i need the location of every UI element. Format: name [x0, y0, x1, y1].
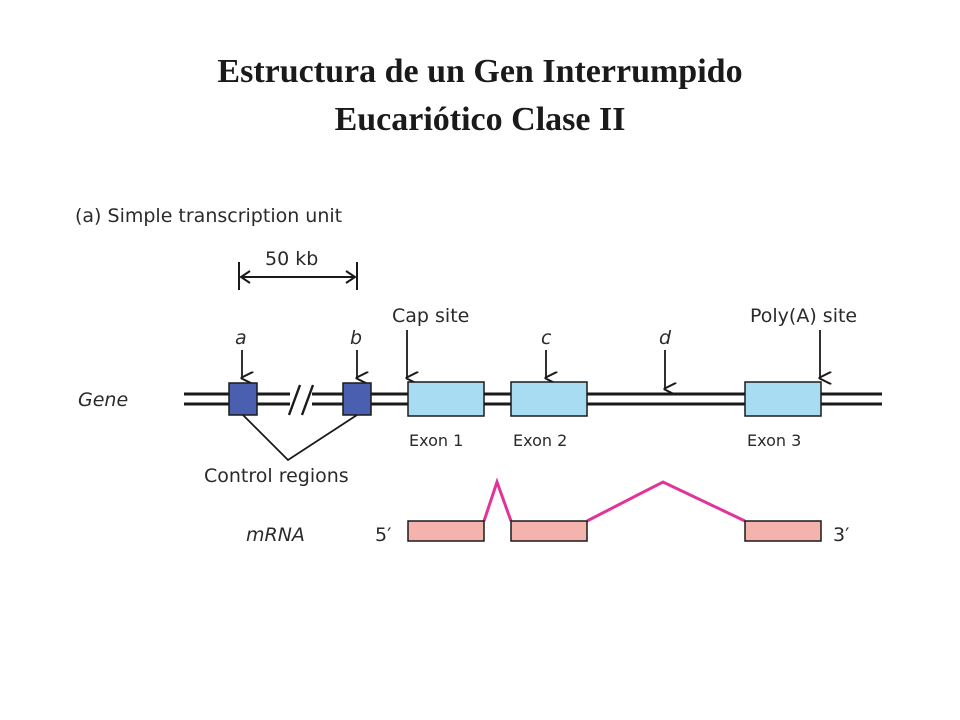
five-prime-label: 5′ — [375, 524, 391, 546]
mrna-exon-2 — [510, 520, 588, 542]
site-label-c: c — [541, 327, 552, 349]
splice-intron-2 — [586, 480, 746, 523]
control-region-a — [228, 382, 258, 416]
mrna-exon-1 — [407, 520, 485, 542]
mrna-exon-3 — [744, 520, 822, 542]
three-prime-label: 3′ — [833, 524, 849, 546]
exon-2 — [510, 381, 588, 417]
exon-1 — [407, 381, 485, 417]
scale-label: 50 kb — [265, 248, 318, 270]
exon-1-label: Exon 1 — [409, 431, 463, 450]
splice-intron-1 — [482, 477, 513, 522]
site-label-b: b — [350, 327, 362, 349]
mrna-label: mRNA — [246, 524, 305, 546]
scale-bar: 50 kb — [238, 248, 358, 290]
control-region-b — [342, 382, 372, 416]
site-arrows — [242, 330, 820, 389]
exon-3-label: Exon 3 — [747, 431, 801, 450]
panel-label: (a) Simple transcription unit — [75, 205, 342, 227]
gene-label: Gene — [78, 389, 128, 411]
exon-3 — [744, 381, 822, 417]
exon-2-label: Exon 2 — [513, 431, 567, 450]
site-label-a: a — [235, 327, 247, 349]
title-line-1: Estructura de un Gen Interrumpido — [217, 53, 743, 90]
site-label-d: d — [659, 327, 672, 349]
title-line-2: Eucariótico Clase II — [334, 101, 626, 138]
site-label-polya: Poly(A) site — [750, 305, 857, 327]
break-mark — [287, 384, 315, 416]
page-title: Estructura de un Gen Interrumpido Eucari… — [0, 48, 960, 144]
control-regions-label: Control regions — [204, 465, 349, 487]
control-regions-bracket — [242, 414, 358, 462]
site-label-cap: Cap site — [392, 305, 469, 327]
